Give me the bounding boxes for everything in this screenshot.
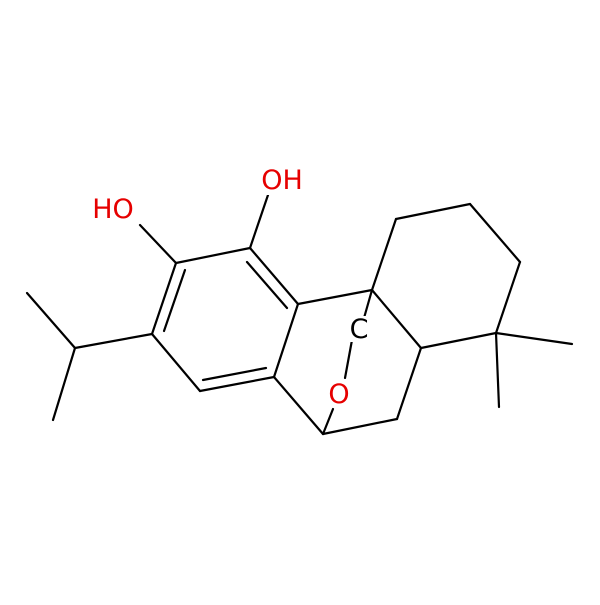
- atom-label-oh-top: OH: [261, 165, 303, 196]
- bond-quat-ch2-top: [370, 217, 398, 292]
- atom-label-oh-left: HO: [92, 194, 134, 225]
- atom-label-bridge-o: O: [328, 379, 349, 410]
- bonds: [25, 193, 574, 436]
- bond-c-oh-left: [138, 223, 178, 265]
- bond-c-oh-top: [248, 193, 270, 250]
- bond-ipr-ch3-lower: [51, 346, 77, 422]
- bond-aro-5-inner: [201, 366, 268, 382]
- bond-gem-me-2: [494, 331, 501, 409]
- bond-ring-b: [468, 202, 522, 264]
- bond-aro-6: [150, 332, 202, 393]
- bond-aro-3: [248, 246, 300, 306]
- bond-aro-1: [150, 261, 178, 336]
- label-bg-bridge-c: [348, 316, 370, 342]
- label-bg-bridge-o: [326, 379, 352, 407]
- bond-ipr-ch3-upper: [25, 291, 77, 350]
- bond-ipr-ring: [73, 332, 154, 350]
- bond-ring-e: [370, 288, 423, 350]
- bond-gem-me-1: [494, 331, 574, 346]
- bond-aro-1-inner: [162, 268, 187, 333]
- bond-ring-h: [272, 375, 325, 436]
- label-bg-oh-left: [90, 192, 136, 224]
- bond-ring-a: [394, 202, 472, 221]
- bond-quat-bridge-c: [362, 288, 374, 320]
- atom-label-bridge-c: C: [350, 314, 369, 345]
- bond-ring-c: [494, 260, 522, 335]
- atom-labels: HO OH C O: [90, 163, 370, 410]
- bond-aro-3-inner: [245, 260, 289, 310]
- bond-ring-d: [419, 331, 498, 350]
- bond-aro-4: [272, 302, 300, 379]
- bond-ar-quat: [296, 288, 374, 306]
- bond-ring-g: [321, 417, 399, 436]
- label-bg-oh-top: [258, 163, 304, 195]
- bond-aro-2: [174, 246, 252, 265]
- bond-bridge-c-o: [343, 338, 354, 380]
- bond-aro-5: [198, 375, 276, 393]
- bond-o-ch: [321, 407, 335, 436]
- bond-ring-f: [395, 346, 423, 421]
